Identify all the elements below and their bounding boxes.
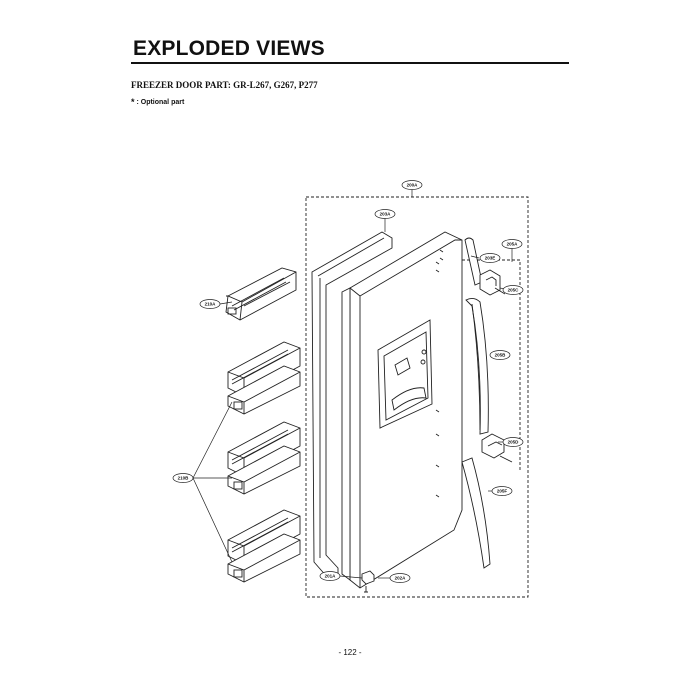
label-200a: 200A — [407, 183, 419, 188]
label-210a: 210A — [205, 302, 217, 307]
lower-handle-bracket — [481, 433, 513, 463]
label-210b: 210B — [178, 476, 190, 481]
label-205f: 205F — [497, 489, 508, 494]
note-marker: * — [131, 97, 135, 107]
upper-handle-bracket — [479, 269, 506, 296]
label-205a: 205A — [507, 242, 519, 247]
lower-cap — [461, 457, 491, 569]
door-hinge — [361, 570, 375, 593]
label-203a: 203A — [380, 212, 392, 217]
title-rule — [131, 62, 569, 64]
section-subtitle: FREEZER DOOR PART: GR-L267, G267, P277 — [131, 80, 318, 90]
door-handle — [465, 297, 489, 435]
basket-clip — [227, 307, 237, 315]
label-205d: 205D — [508, 440, 520, 445]
handle-boundary — [462, 259, 521, 470]
label-205b: 205B — [495, 353, 507, 358]
door-basket-3 — [227, 509, 301, 583]
freezer-door-panel — [341, 231, 463, 589]
page-number: - 122 - — [338, 648, 362, 657]
door-basket-2 — [227, 421, 301, 495]
label-205c: 205C — [508, 288, 520, 293]
label-203e: 203E — [485, 256, 496, 261]
note-text: : Optional part — [136, 99, 185, 106]
page-title: EXPLODED VIEWS — [133, 37, 325, 60]
door-basket-1 — [227, 341, 301, 415]
optional-part-note: * : Optional part — [131, 97, 185, 109]
label-201a: 201A — [325, 574, 337, 579]
label-202a: 202A — [395, 576, 407, 581]
upper-door-basket — [225, 267, 297, 321]
assembly-boundary — [305, 196, 529, 598]
upper-cap — [464, 237, 483, 286]
